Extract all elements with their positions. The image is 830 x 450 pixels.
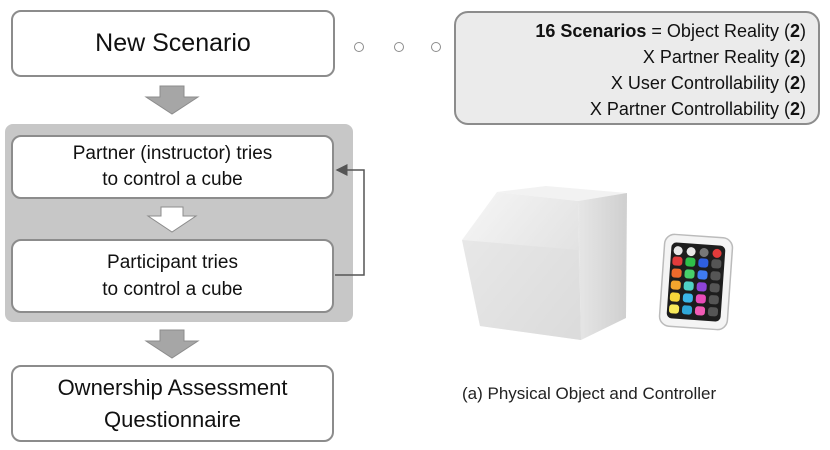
- remote-key: [696, 282, 707, 292]
- remote-key: [709, 283, 720, 293]
- remote-key: [671, 268, 682, 278]
- ellipsis-dot-icon: [431, 42, 441, 52]
- remote-key: [711, 259, 722, 269]
- ellipsis-dot-icon: [354, 42, 364, 52]
- remote-key: [712, 248, 722, 258]
- cube-icon: [462, 186, 627, 340]
- remote-control-icon: [658, 233, 734, 331]
- new-scenario-label: New Scenario: [95, 29, 251, 57]
- remote-key: [708, 295, 719, 305]
- scenario-count-box: 16 Scenarios = Object Reality (2) X Part…: [454, 11, 820, 125]
- remote-key: [681, 305, 693, 315]
- remote-key: [668, 304, 680, 314]
- remote-key: [669, 292, 680, 302]
- down-arrow-icon: [146, 206, 198, 233]
- scenario-total: 16 Scenarios: [535, 21, 647, 41]
- new-scenario-box: New Scenario: [11, 10, 335, 77]
- scenario-line-user-controllability: X User Controllability (2): [610, 73, 806, 93]
- remote-key: [682, 293, 693, 303]
- remote-key: [685, 257, 696, 267]
- remote-key: [684, 269, 695, 279]
- participant-step-box: Participant tries to control a cube: [11, 239, 334, 313]
- remote-key: [670, 280, 681, 290]
- scenario-line-partner-controllability: X Partner Controllability (2): [589, 99, 806, 119]
- scenario-line-object-reality: 16 Scenarios = Object Reality (2): [535, 21, 806, 41]
- remote-key: [673, 246, 683, 256]
- remote-key: [697, 270, 708, 280]
- down-arrow-icon: [144, 85, 200, 115]
- participant-step-line2: to control a cube: [102, 279, 243, 300]
- remote-key: [707, 307, 719, 317]
- remote-key: [672, 256, 683, 266]
- partner-step-box: Partner (instructor) tries to control a …: [11, 135, 334, 199]
- figure-caption: (a) Physical Object and Controller: [462, 384, 717, 403]
- loop-arrow-icon: [335, 164, 365, 276]
- partner-step-line2: to control a cube: [102, 169, 243, 190]
- remote-key: [699, 247, 709, 257]
- remote-key: [695, 294, 706, 304]
- scenario-line-partner-reality: X Partner Reality (2): [642, 47, 806, 67]
- remote-key: [686, 247, 696, 257]
- participant-step-line1: Participant tries: [107, 252, 238, 273]
- remote-key: [710, 271, 721, 281]
- ellipsis-dot-icon: [394, 42, 404, 52]
- partner-step-line1: Partner (instructor) tries: [72, 143, 273, 164]
- down-arrow-icon: [144, 329, 200, 359]
- ownership-line2: Questionnaire: [104, 406, 241, 432]
- remote-key: [694, 306, 706, 316]
- remote-key: [683, 281, 694, 291]
- ownership-questionnaire-box: Ownership Assessment Questionnaire: [11, 365, 334, 442]
- ownership-line1: Ownership Assessment: [57, 374, 288, 400]
- remote-key: [698, 258, 709, 268]
